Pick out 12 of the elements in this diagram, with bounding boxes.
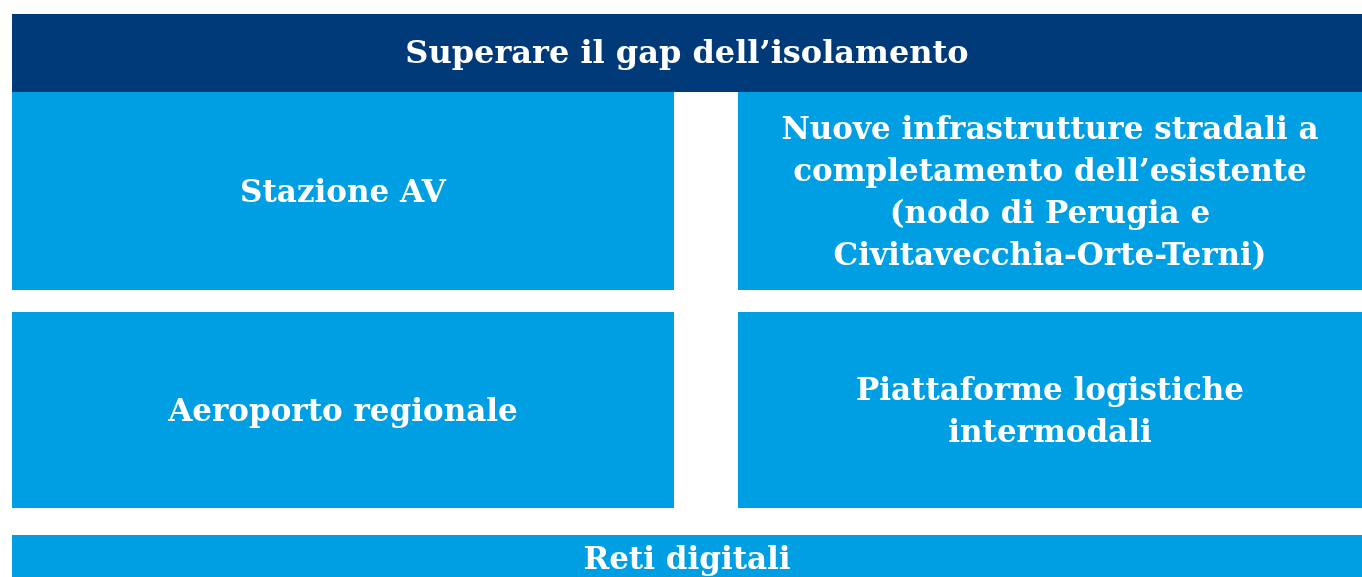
heading-text: Superare il gap dell’isolamento xyxy=(405,32,969,74)
box-text: Piattaforme logistiche intermodali xyxy=(854,369,1246,451)
category-box xyxy=(12,535,1362,577)
box-text: Nuove infrastrutture stradali a completamento dell’esistente (nodo di Perugia e Civitavecchia-Orte-Terni) xyxy=(780,108,1320,275)
box-text: Aeroporto regionale xyxy=(168,390,518,430)
header-band xyxy=(12,14,1362,92)
category-box xyxy=(738,92,1362,290)
box-text: Stazione AV xyxy=(240,171,446,211)
category-box xyxy=(12,312,674,508)
box-text: Reti digitali xyxy=(583,539,791,577)
category-box xyxy=(12,92,674,290)
category-box xyxy=(738,312,1362,508)
